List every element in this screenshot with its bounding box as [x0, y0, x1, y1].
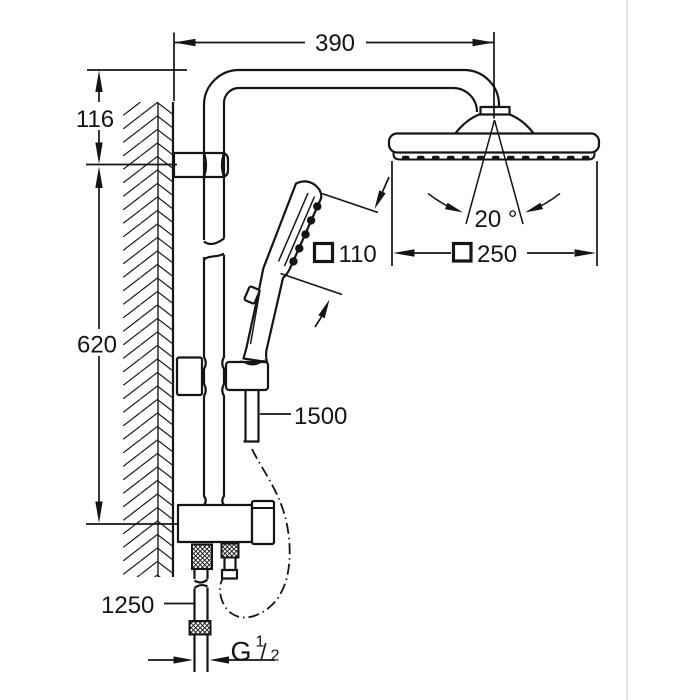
spray-angle-lines [465, 119, 524, 225]
head-shower-plate [387, 132, 601, 154]
holder-cone-shadow [240, 359, 266, 366]
square-symbol-250 [451, 241, 473, 263]
dimension-lines [86, 32, 598, 664]
dim-390-label: 390 [315, 30, 355, 57]
dim-620-label: 620 [77, 332, 117, 359]
hand-shower-handle-line [249, 289, 261, 345]
extension-lines [173, 32, 598, 266]
hand-shower-nozzles [289, 202, 322, 266]
hand-shower [242, 180, 323, 364]
dimension-labels: 390 116 620 20 ° 110 250 1500 1250 G 1 /… [76, 30, 518, 667]
holder-wall-block [175, 356, 204, 397]
bracket-clamp-waist [202, 152, 208, 178]
dim-110-label: 110 [339, 241, 377, 268]
thread-slash-label: / [261, 639, 268, 664]
spray-angle-label: 20 ° [475, 206, 518, 233]
head-shower-nozzles [402, 155, 590, 160]
hose-union-nut [191, 543, 213, 570]
thread-letter-label: G [231, 637, 252, 667]
head-shower-mount [453, 113, 536, 136]
thread-numerator-label: 1 [256, 634, 265, 651]
leader-lines [164, 413, 291, 605]
thread-denominator-label: 2 [271, 648, 280, 665]
dim-116-label: 116 [76, 106, 114, 133]
hand-shower-button [243, 285, 261, 305]
outlet-nut [220, 542, 240, 559]
hand-shower-face-seam [277, 192, 316, 267]
dim-arrows-110-shafts [314, 176, 390, 328]
shower-hose-upper [219, 390, 291, 619]
hose-1250-label: 1250 [101, 592, 154, 619]
hose-1500-label: 1500 [294, 403, 347, 430]
head-shower [387, 105, 601, 161]
hand-shower-extension-lines [280, 192, 379, 296]
square-symbol-110 [312, 241, 335, 264]
dim-250-label: 250 [477, 241, 517, 268]
slide-holder [175, 356, 270, 397]
outlet-nipple [220, 568, 239, 580]
supply-hose-tail [193, 634, 209, 672]
holder-cradle [224, 360, 270, 392]
wall-bracket [172, 151, 230, 179]
reference-lines [86, 69, 187, 525]
riser-pipe-and-arm [202, 68, 501, 506]
hose-break-symbol [193, 578, 209, 589]
hose-phantom-loop [219, 448, 291, 619]
wall-hatch [123, 102, 175, 577]
valve-body [176, 503, 254, 544]
diverter-knob [250, 499, 276, 546]
pipe-break-symbol [203, 237, 225, 261]
lower-hose-nut [188, 620, 212, 636]
